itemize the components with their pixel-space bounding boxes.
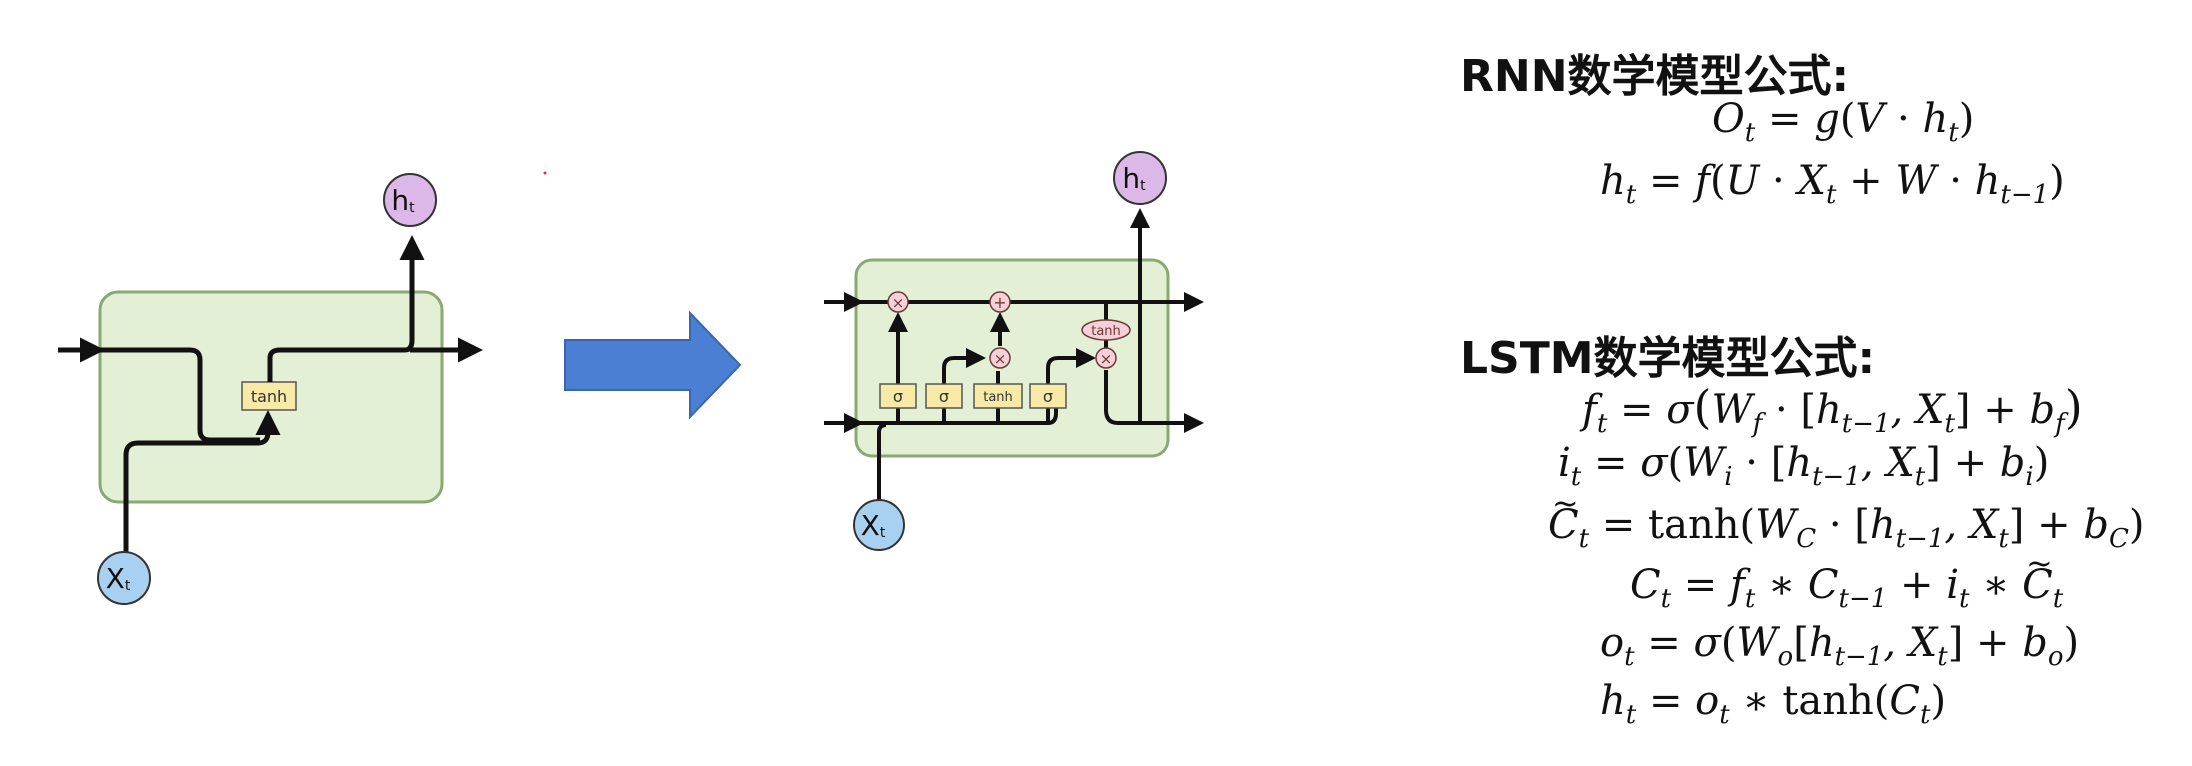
svg-text:ht: ht [1122, 162, 1146, 195]
transition-arrow [564, 310, 742, 420]
lstm-formula-output: ot = σ(Wo[ht−1, Xt] + bo) [1600, 620, 2080, 673]
rnn-formula-title: RNN数学模型公式: [1460, 51, 1850, 102]
forget-gate-label: σ [893, 387, 903, 406]
lstm-gate-output: σ [1029, 383, 1067, 409]
lstm-formula-forget: ft = σ(Wf · [ht−1, Xt] + bf) [1582, 380, 2083, 440]
lstm-output-node [1113, 151, 1167, 205]
lstm-input-label: X [861, 509, 880, 542]
lstm-op-input-multiply: × [989, 347, 1011, 369]
output-multiply-symbol: × [1100, 350, 1113, 368]
rnn-tanh-label: tanh [251, 387, 287, 406]
lstm-output-label: h [1122, 162, 1140, 195]
add-symbol: + [993, 293, 1006, 312]
input-multiply-symbol: × [994, 350, 1007, 368]
svg-text:Xt: Xt [106, 562, 131, 595]
lstm-formula-hidden: ht = ot ∗ tanh(Ct) [1600, 678, 1947, 731]
rnn-hidden-in-line [60, 347, 260, 443]
candidate-gate-label: tanh [983, 390, 1013, 405]
rnn-output-sub: t [409, 200, 415, 216]
lstm-input-sub: t [880, 525, 886, 541]
output-gate-label: σ [1043, 387, 1053, 406]
rnn-input-label: X [106, 562, 125, 595]
rnn-formula-hidden: ht = f(U · Xt + W · ht−1) [1600, 158, 2065, 211]
rnn-cell: tanh ht Xt [58, 173, 483, 605]
lstm-gate-forget: σ [879, 383, 917, 409]
svg-text:ht: ht [391, 184, 415, 217]
lstm-output-sub: t [1140, 178, 1146, 194]
rnn-output-label: h [391, 184, 409, 217]
lstm-op-add: + [989, 291, 1011, 313]
svg-text:Xt: Xt [861, 509, 886, 542]
lstm-formula-input: it = σ(Wi · [ht−1, Xt] + bi) [1558, 440, 2050, 493]
lstm-gate-input: σ [925, 383, 963, 409]
lstm-formula-candidate: Ct = tanh(WC · [ht−1, Xt] + bC) [1548, 484, 2144, 552]
lstm-gate-candidate: tanh [973, 383, 1023, 409]
lstm-input-node [853, 499, 905, 551]
lstm-formula-cell: Ct = ft ∗ Ct−1 + it ∗ Ct [1630, 544, 2063, 612]
lstm-op-output-multiply: × [1095, 347, 1117, 369]
lstm-formula-title: LSTM数学模型公式: [1460, 333, 1876, 384]
rnn-output-line [267, 235, 425, 382]
rnn-input-sub: t [125, 578, 131, 594]
rnn-formula-output: Ot = g(V · ht) [1712, 96, 1975, 149]
rnn-input-line [123, 410, 281, 552]
lstm-op-forget-multiply: × [887, 291, 909, 313]
input-gate-label: σ [939, 387, 949, 406]
stray-dot [543, 171, 547, 175]
lstm-cell: σ σ tanh σ × + × × [824, 151, 1204, 551]
forget-multiply-symbol: × [892, 294, 905, 312]
cell-tanh-label: tanh [1091, 324, 1121, 339]
rnn-input-node [97, 551, 151, 605]
lstm-op-cell-tanh: tanh [1081, 319, 1131, 341]
lstm-input-line [877, 423, 887, 500]
rnn-output-node [383, 173, 437, 227]
lstm-cell-box [854, 258, 1170, 458]
